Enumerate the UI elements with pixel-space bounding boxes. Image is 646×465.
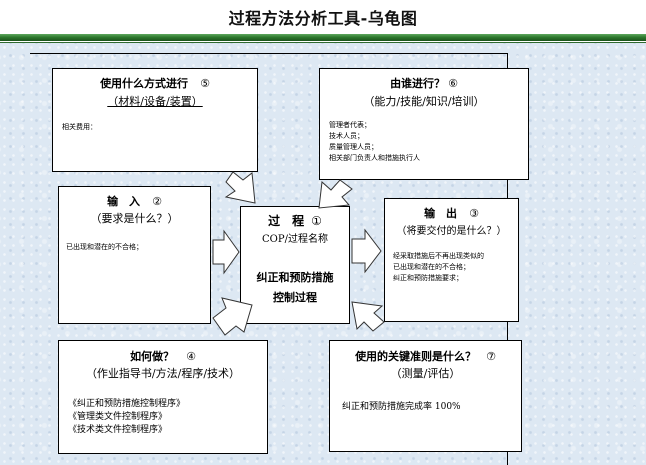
output-title-text: 输 出 [424, 207, 458, 220]
output-title: 输 出 ③ [385, 205, 518, 221]
process-subtitle: COP/过程名称 [262, 234, 328, 245]
method-line-1: 相关费用： [62, 123, 97, 131]
process-box: 过 程 ① COP/过程名称 纠正和预防措施 控制过程 [240, 206, 350, 324]
how-line-2: 《管理类文件控制程序》 [68, 412, 168, 422]
how-title: 如何做？ ④ [59, 348, 267, 364]
how-line-3: 《技术类文件控制程序》 [68, 425, 168, 435]
who-line-4: 相关部门负责人和措施执行人 [329, 154, 420, 162]
who-title: 由谁进行？⑥ [320, 75, 528, 91]
arrow-process-to-output [351, 228, 382, 274]
method-subtitle: （材料/设备/装置） [107, 95, 203, 108]
how-number: ④ [186, 350, 196, 363]
process-title: 过 程 ① [241, 212, 349, 229]
how-box: 如何做？ ④ （作业指导书/方法/程序/技术） 《纠正和预防措施控制程序》 《管理… [58, 340, 268, 454]
arrow-input-to-process [212, 229, 240, 275]
input-title: 输 入 ② [59, 193, 210, 209]
criteria-box: 使用的关键准则是什么？ ⑦ （测量/评估） 纠正和预防措施完成率 100% [329, 340, 522, 452]
process-title-text: 过 程 [268, 214, 305, 228]
who-line-2: 技术人员； [329, 132, 364, 140]
process-name-line-1: 纠正和预防措施 [256, 271, 334, 284]
who-line-3: 质量管理人员； [329, 143, 378, 151]
how-title-text: 如何做？ [130, 350, 175, 363]
who-box: 由谁进行？⑥ （能力/技能/知识/培训） 管理者代表； 技术人员； 质量管理人员… [319, 68, 529, 180]
method-title-text: 使用什么方式进行 [100, 77, 189, 90]
criteria-title: 使用的关键准则是什么？ ⑦ [330, 348, 521, 364]
output-line-2: 已出现和潜在的不合格； [393, 263, 470, 271]
header-band-line [0, 42, 646, 43]
arrow-who-to-process [318, 179, 353, 209]
output-subtitle: （将要交付的是什么？） [396, 226, 507, 237]
who-number: ⑥ [448, 77, 458, 90]
who-subtitle: （能力/技能/知识/培训） [363, 95, 485, 108]
input-title-text: 输 入 [107, 195, 141, 208]
output-lines: 经采取措施后不再出现类似的 已出现和潜在的不合格； 纠正和预防措施要求； [393, 251, 518, 284]
method-box: 使用什么方式进行 ⑤ （材料/设备/装置） 相关费用： [52, 68, 258, 172]
how-line-1: 《纠正和预防措施控制程序》 [68, 399, 186, 409]
method-title: 使用什么方式进行 ⑤ [53, 75, 257, 91]
input-subtitle: （要求是什么？） [90, 212, 179, 225]
process-name-line-2: 控制过程 [273, 291, 317, 304]
output-line-1: 经采取措施后不再出现类似的 [393, 252, 484, 260]
header: 过程方法分析工具-乌龟图 [0, 0, 646, 34]
how-subtitle: （作业指导书/方法/程序/技术） [85, 367, 241, 380]
output-line-3: 纠正和预防措施要求； [393, 274, 463, 282]
input-number: ② [152, 195, 162, 208]
header-band [0, 34, 646, 41]
criteria-title-text: 使用的关键准则是什么？ [355, 350, 477, 363]
method-number: ⑤ [200, 77, 210, 90]
page-title: 过程方法分析工具-乌龟图 [228, 9, 418, 28]
input-box: 输 入 ② （要求是什么？） 已出现和潜在的不合格； [58, 186, 211, 324]
criteria-subtitle: （测量/评估） [390, 367, 461, 380]
criteria-line-1: 纠正和预防措施完成率 100% [342, 402, 461, 412]
arrow-criteria-to-process [351, 301, 385, 332]
process-number: ① [311, 214, 322, 228]
how-lines: 《纠正和预防措施控制程序》 《管理类文件控制程序》 《技术类文件控制程序》 [68, 398, 267, 437]
criteria-number: ⑦ [486, 350, 496, 363]
output-box: 输 出 ③ （将要交付的是什么？） 经采取措施后不再出现类似的 已出现和潜在的不合… [384, 198, 519, 322]
input-line-1: 已出现和潜在的不合格； [66, 243, 143, 251]
output-number: ③ [469, 207, 479, 220]
who-lines: 管理者代表； 技术人员； 质量管理人员； 相关部门负责人和措施执行人 [329, 120, 528, 164]
arrow-how-to-process [212, 297, 253, 336]
frame-top-line [30, 53, 508, 54]
who-line-1: 管理者代表； [329, 121, 371, 129]
who-title-text: 由谁进行？ [390, 77, 446, 90]
arrow-method-to-process [224, 171, 256, 204]
